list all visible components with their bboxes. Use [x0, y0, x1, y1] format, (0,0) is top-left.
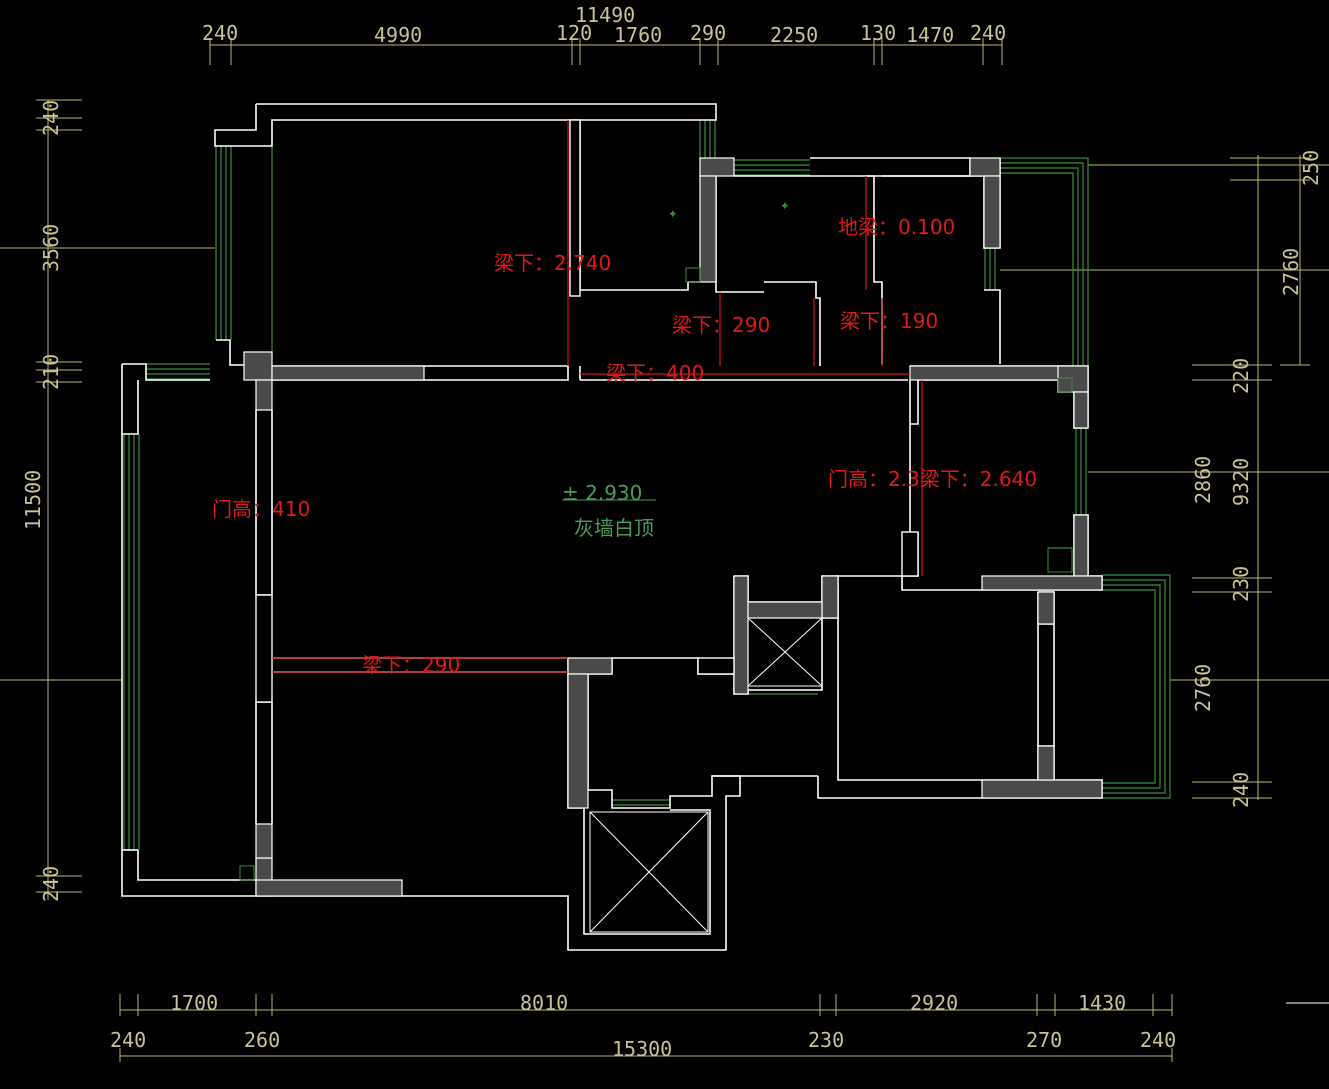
dim-bottom-segment: 2920: [910, 991, 958, 1015]
dim-bottom-segment: 230: [808, 1028, 844, 1052]
dim-top-overall: 11490: [575, 3, 635, 27]
dim-right-segment: 240: [1229, 772, 1253, 808]
dim-bottom-segment: 1700: [170, 991, 218, 1015]
dim-right-segment: 2760: [1279, 248, 1303, 296]
windows: [123, 120, 1171, 850]
door-beam-label: 门高：2.3梁下：2.640: [828, 467, 1037, 491]
wall-stubs: [255, 119, 919, 703]
markers: ✦ ✦: [239, 195, 1073, 881]
beam-lines: [272, 120, 923, 673]
dim-left-segment: 3560: [39, 224, 63, 272]
dim-left-overall: 11500: [21, 470, 45, 530]
dim-top-segment: 130: [860, 21, 896, 45]
dim-top-segment: 120: [556, 21, 592, 45]
dim-bottom-overall: 15300: [612, 1037, 672, 1061]
dim-top-segment: 1760: [614, 23, 662, 47]
dim-right-segment: 250: [1299, 150, 1323, 186]
beam-height-label: 梁下：190: [840, 309, 938, 333]
dim-right-segment: 2860: [1191, 456, 1215, 504]
dim-top-segment: 240: [202, 21, 238, 45]
door-height-label: 门高：410: [212, 497, 310, 521]
dim-right-segment: 230: [1229, 566, 1253, 602]
dim-top-segment: 2250: [770, 23, 818, 47]
dim-left-segment: 240: [39, 100, 63, 136]
beam-height-label: 梁下：290: [672, 313, 770, 337]
dim-top-segment: 1470: [906, 23, 954, 47]
dim-bottom-segment: 8010: [520, 991, 568, 1015]
dim-top-segment: 290: [690, 21, 726, 45]
dim-bottom-segment: 270: [1026, 1028, 1062, 1052]
ceiling-finish-label: 灰墙白顶: [574, 516, 654, 540]
wall-blocks: [243, 157, 1103, 897]
dim-top-segment: 4990: [374, 23, 422, 47]
beam-height-label: 梁下：400: [606, 361, 704, 385]
dim-top-segment: 240: [970, 21, 1006, 45]
ceiling-level-label: ± 2.930: [562, 481, 642, 505]
dim-left-segment: 210: [39, 354, 63, 390]
beam-height-label: 梁下：2.740: [494, 251, 611, 275]
dim-bottom-segment: 240: [110, 1028, 146, 1052]
dimension-lines: [0, 38, 1329, 1062]
dim-right-segment: 2760: [1191, 664, 1215, 712]
beam-height-label: 梁下：290: [362, 653, 460, 677]
dim-bottom-segment: 1430: [1078, 991, 1126, 1015]
dim-left-segment: 240: [39, 866, 63, 902]
floor-beam-label: 地梁：0.100: [838, 215, 955, 239]
dim-bottom-segment: 260: [244, 1028, 280, 1052]
shaft-symbols: [589, 617, 823, 933]
svg-text:✦: ✦: [780, 195, 790, 214]
dim-right-segment: 220: [1229, 358, 1253, 394]
svg-text:✦: ✦: [668, 203, 678, 222]
dim-right-overall: 9320: [1229, 458, 1253, 506]
dim-bottom-segment: 240: [1140, 1028, 1176, 1052]
